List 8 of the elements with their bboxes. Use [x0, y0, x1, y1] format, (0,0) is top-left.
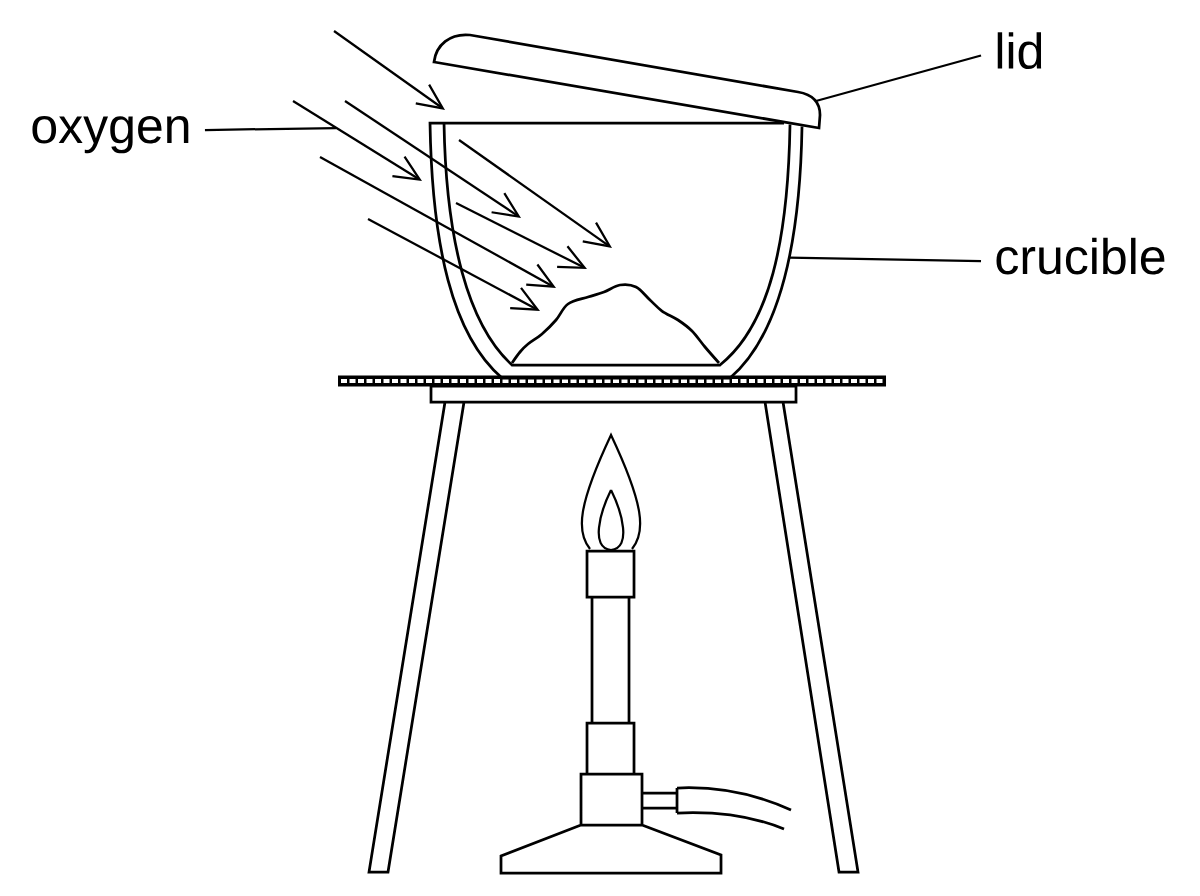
leader-line	[204, 126, 337, 132]
part-label: crucible	[996, 237, 1165, 275]
crucible-lid	[432, 33, 822, 130]
leader-line	[789, 256, 982, 263]
leader-line	[815, 54, 982, 103]
part-label: oxygen	[32, 116, 189, 154]
part-label: lid	[997, 32, 1042, 69]
crucible	[428, 121, 804, 380]
